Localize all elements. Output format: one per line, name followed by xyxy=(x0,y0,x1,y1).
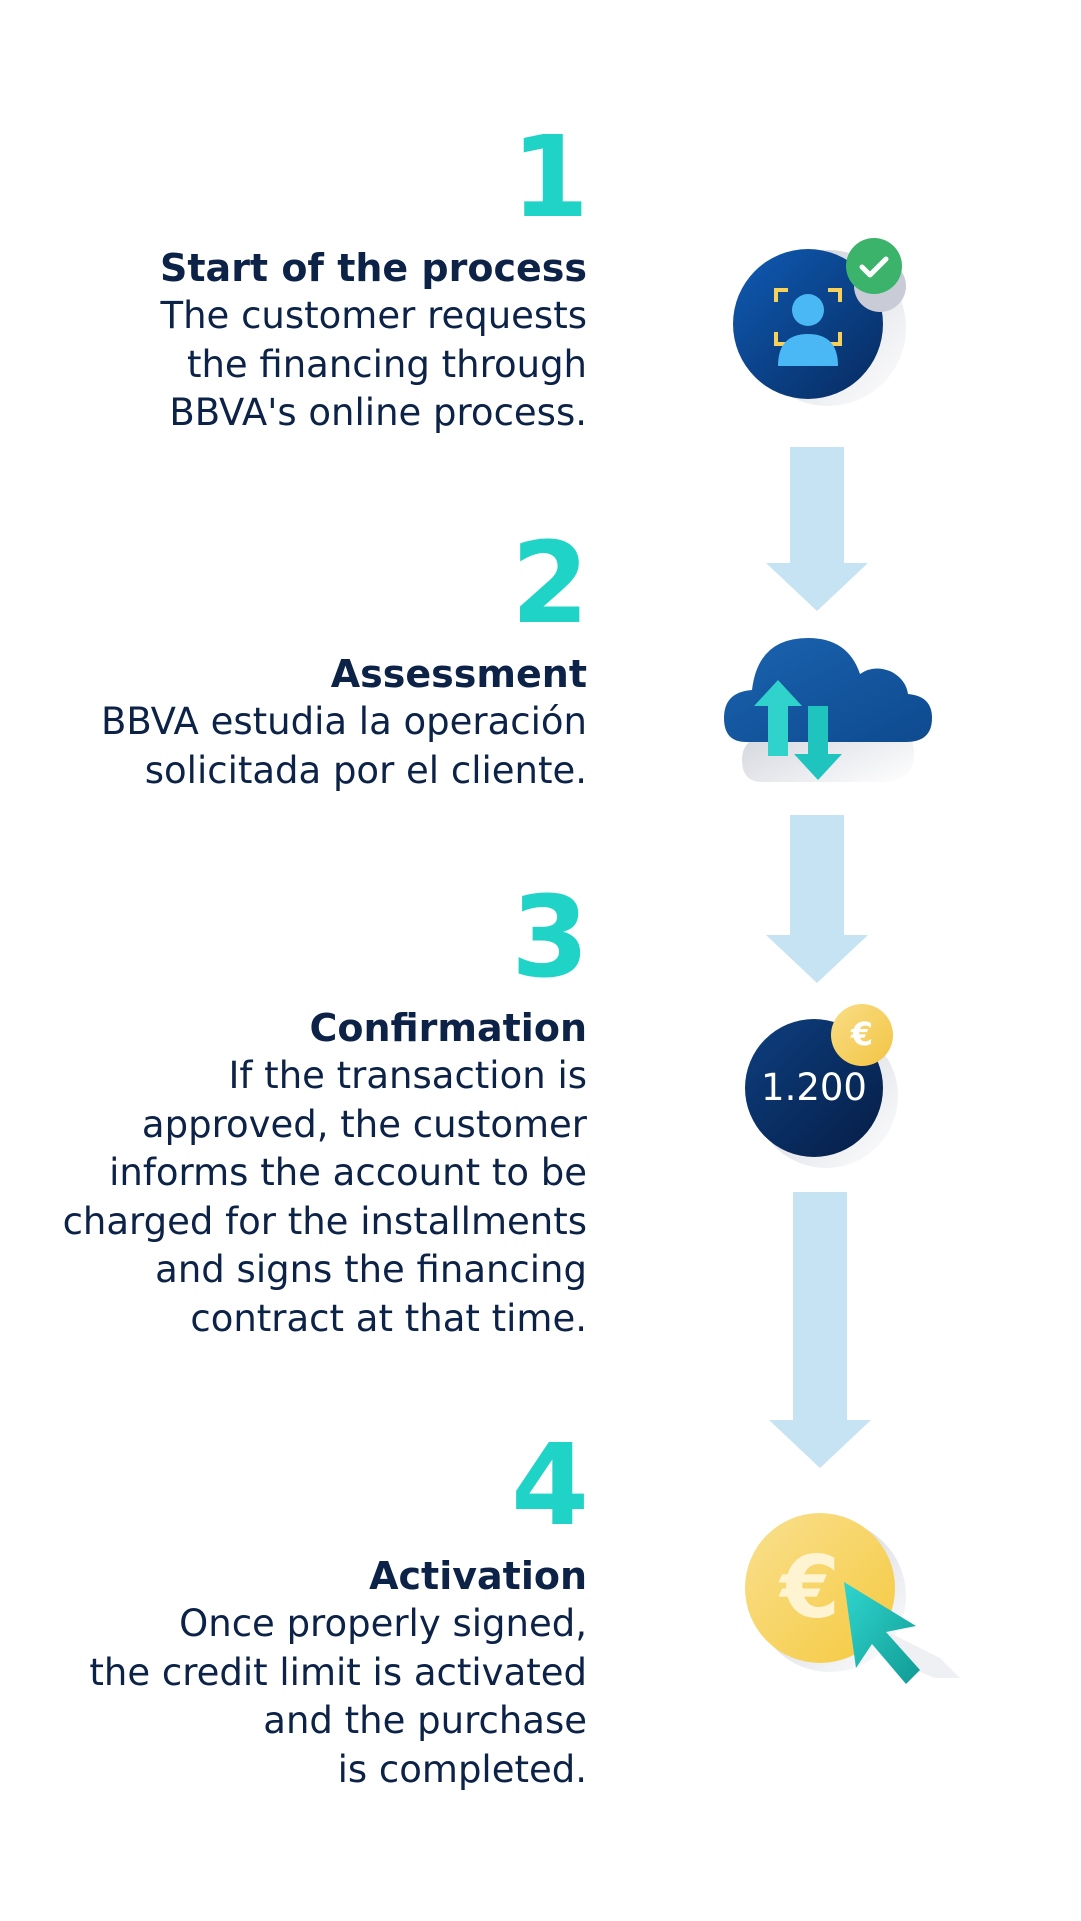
euro-coin-click-icon: € xyxy=(740,1508,960,1688)
description-line: BBVA's online process. xyxy=(169,391,587,434)
step-number: 4 xyxy=(511,1421,589,1551)
description-line: informs the account to be xyxy=(109,1151,587,1194)
step-2: 2 Assessment BBVA estudia la operación s… xyxy=(101,519,589,795)
description-line: solicitada por el cliente. xyxy=(144,748,587,792)
step-number: 3 xyxy=(511,873,589,1003)
step-1: 1 Start of the process The customer requ… xyxy=(160,113,589,438)
euro-symbol: € xyxy=(780,1538,840,1638)
step-3: 3 Confirmation If the transaction is app… xyxy=(63,873,589,1343)
cloud-transfer-icon xyxy=(724,638,932,782)
step-number: 1 xyxy=(511,113,589,243)
description-line: charged for the installments xyxy=(62,1199,587,1243)
step-title: Activation xyxy=(369,1554,587,1598)
down-arrow xyxy=(766,815,868,983)
step-title: Confirmation xyxy=(309,1006,587,1050)
description-line: If the transaction is xyxy=(228,1054,587,1097)
description-line: Once properly signed, xyxy=(179,1602,587,1645)
description-line: the financing through xyxy=(186,342,587,386)
down-arrow xyxy=(766,447,868,611)
description-line: BBVA estudia la operación xyxy=(100,700,587,743)
description-line: contract at that time. xyxy=(190,1296,587,1340)
description-line: The customer requests xyxy=(160,294,588,337)
step-4: 4 Activation Once properly signed, the c… xyxy=(89,1421,589,1794)
euro-badge-icon: € xyxy=(850,1015,874,1053)
step-description: The customer requests the financing thro… xyxy=(160,292,588,438)
amount-text: 1.200 xyxy=(761,1066,867,1109)
step-number: 2 xyxy=(511,519,589,649)
step-title: Assessment xyxy=(330,652,587,696)
description-line: and the purchase xyxy=(263,1699,587,1742)
step-title: Start of the process xyxy=(160,246,587,290)
step-description: Once properly signed, the credit limit i… xyxy=(89,1600,587,1794)
step-description: BBVA estudia la operación solicitada por… xyxy=(101,698,587,795)
verified-user-icon xyxy=(733,238,906,406)
description-line: approved, the customer xyxy=(141,1102,587,1146)
amount-euro-icon: 1.200 € xyxy=(740,1000,920,1170)
description-line: is completed. xyxy=(337,1747,587,1791)
description-line: the credit limit is activated xyxy=(89,1650,587,1694)
down-arrow xyxy=(769,1192,871,1468)
step-description: If the transaction is approved, the cust… xyxy=(63,1052,587,1343)
description-line: and signs the financing xyxy=(155,1248,587,1291)
